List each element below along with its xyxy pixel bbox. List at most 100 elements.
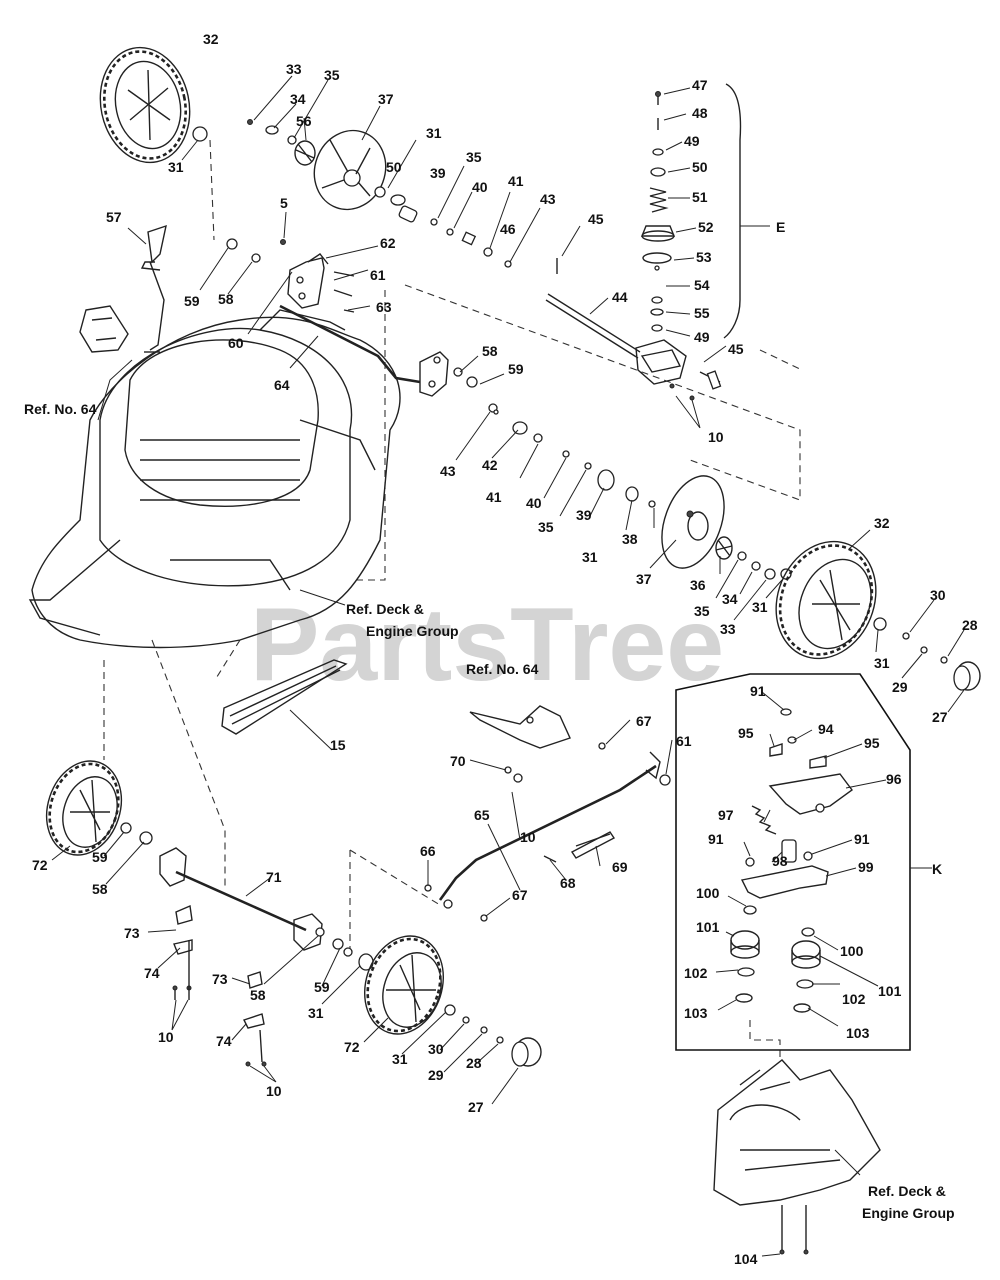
callout-95: 95 — [864, 735, 880, 751]
callout-35: 35 — [694, 603, 710, 619]
upper-axle-hardware — [247, 119, 512, 268]
callout-45: 45 — [588, 211, 604, 227]
callout-61: 61 — [370, 267, 386, 283]
callout-59: 59 — [314, 979, 330, 995]
callout-35: 35 — [538, 519, 554, 535]
callout-59: 59 — [92, 849, 108, 865]
callout-104: 104 — [734, 1251, 758, 1267]
callout-59: 59 — [184, 293, 200, 309]
callout-10: 10 — [708, 429, 724, 445]
callout-53: 53 — [696, 249, 712, 265]
callout-101: 101 — [696, 919, 720, 935]
callout-66: 66 — [420, 843, 436, 859]
callout-99: 99 — [858, 859, 874, 875]
deck-lower — [713, 1059, 881, 1255]
callout-74: 74 — [144, 965, 160, 981]
assembly-k-box — [675, 673, 911, 1051]
callout-70: 70 — [450, 753, 466, 769]
callout-10: 10 — [158, 1029, 174, 1045]
ref-no-64-upper: Ref. No. 64 — [24, 401, 97, 417]
callout-54: 54 — [694, 277, 710, 293]
callout-91: 91 — [750, 683, 766, 699]
callout-68: 68 — [560, 875, 576, 891]
callout-46: 46 — [500, 221, 516, 237]
callout-100: 100 — [840, 943, 864, 959]
callout-31: 31 — [308, 1005, 324, 1021]
deck-engine-outline — [28, 309, 401, 649]
callout-94: 94 — [818, 721, 834, 737]
callout-33: 33 — [720, 621, 736, 637]
callout-31: 31 — [168, 159, 184, 175]
callout-67: 67 — [636, 713, 652, 729]
callout-60: 60 — [228, 335, 244, 351]
ref-no-64-lower: Ref. No. 64 — [466, 661, 539, 677]
callout-38: 38 — [622, 531, 638, 547]
callout-33: 33 — [286, 61, 302, 77]
height-lever — [79, 224, 167, 353]
callout-49: 49 — [694, 329, 710, 345]
callout-27: 27 — [468, 1099, 484, 1115]
transmission-assembly — [545, 91, 722, 401]
front-wheel-left — [45, 760, 153, 856]
callout-95: 95 — [738, 725, 754, 741]
callout-E: E — [776, 219, 785, 235]
callout-69: 69 — [612, 859, 628, 875]
callout-37: 37 — [636, 571, 652, 587]
callout-100: 100 — [696, 885, 720, 901]
ref-deck-engine-upper-line1: Ref. Deck & — [346, 601, 424, 617]
ref-deck-engine-lower-line1: Ref. Deck & — [868, 1183, 946, 1199]
assembly-k-parts — [730, 708, 853, 1013]
ref-deck-engine-lower-line2: Engine Group — [862, 1205, 955, 1221]
callout-50: 50 — [386, 159, 402, 175]
callout-31: 31 — [426, 125, 442, 141]
callout-58: 58 — [218, 291, 234, 307]
callout-34: 34 — [722, 591, 738, 607]
callout-91: 91 — [708, 831, 724, 847]
callout-30: 30 — [930, 587, 946, 603]
belt — [221, 659, 348, 735]
callout-31: 31 — [582, 549, 598, 565]
leader-lines — [51, 75, 965, 1257]
callout-58: 58 — [92, 881, 108, 897]
callout-91: 91 — [854, 831, 870, 847]
group-e-bracket — [723, 83, 742, 339]
watermark: PartsTree — [250, 587, 724, 703]
middle-axle-hardware — [488, 403, 792, 580]
callout-96: 96 — [886, 771, 902, 787]
callout-67: 67 — [512, 887, 528, 903]
callout-39: 39 — [430, 165, 446, 181]
callout-K: K — [932, 861, 942, 877]
callout-35: 35 — [466, 149, 482, 165]
callout-49: 49 — [684, 133, 700, 149]
callout-27: 27 — [932, 709, 948, 725]
callout-29: 29 — [892, 679, 908, 695]
callout-59: 59 — [508, 361, 524, 377]
callout-5: 5 — [280, 195, 288, 211]
callout-29: 29 — [428, 1067, 444, 1083]
callout-61: 61 — [676, 733, 692, 749]
callout-73: 73 — [124, 925, 140, 941]
callout-40: 40 — [526, 495, 542, 511]
callout-32: 32 — [203, 31, 219, 47]
callout-43: 43 — [540, 191, 556, 207]
callout-98: 98 — [772, 853, 788, 869]
callout-101: 101 — [878, 983, 902, 999]
callout-58: 58 — [250, 987, 266, 1003]
callout-74: 74 — [216, 1033, 232, 1049]
callout-32: 32 — [874, 515, 890, 531]
callout-39: 39 — [576, 507, 592, 523]
callout-44: 44 — [612, 289, 628, 305]
callout-63: 63 — [376, 299, 392, 315]
callout-65: 65 — [474, 807, 490, 823]
callout-58: 58 — [482, 343, 498, 359]
callout-labels: 32 31 33 34 35 56 37 31 50 39 35 40 41 4… — [32, 31, 978, 1267]
callout-103: 103 — [684, 1005, 708, 1021]
callout-64: 64 — [274, 377, 290, 393]
callout-72: 72 — [32, 857, 48, 873]
callout-103: 103 — [846, 1025, 870, 1041]
callout-30: 30 — [428, 1041, 444, 1057]
callout-71: 71 — [266, 869, 282, 885]
callout-50: 50 — [692, 159, 708, 175]
callout-37: 37 — [378, 91, 394, 107]
front-axle — [159, 847, 374, 1067]
